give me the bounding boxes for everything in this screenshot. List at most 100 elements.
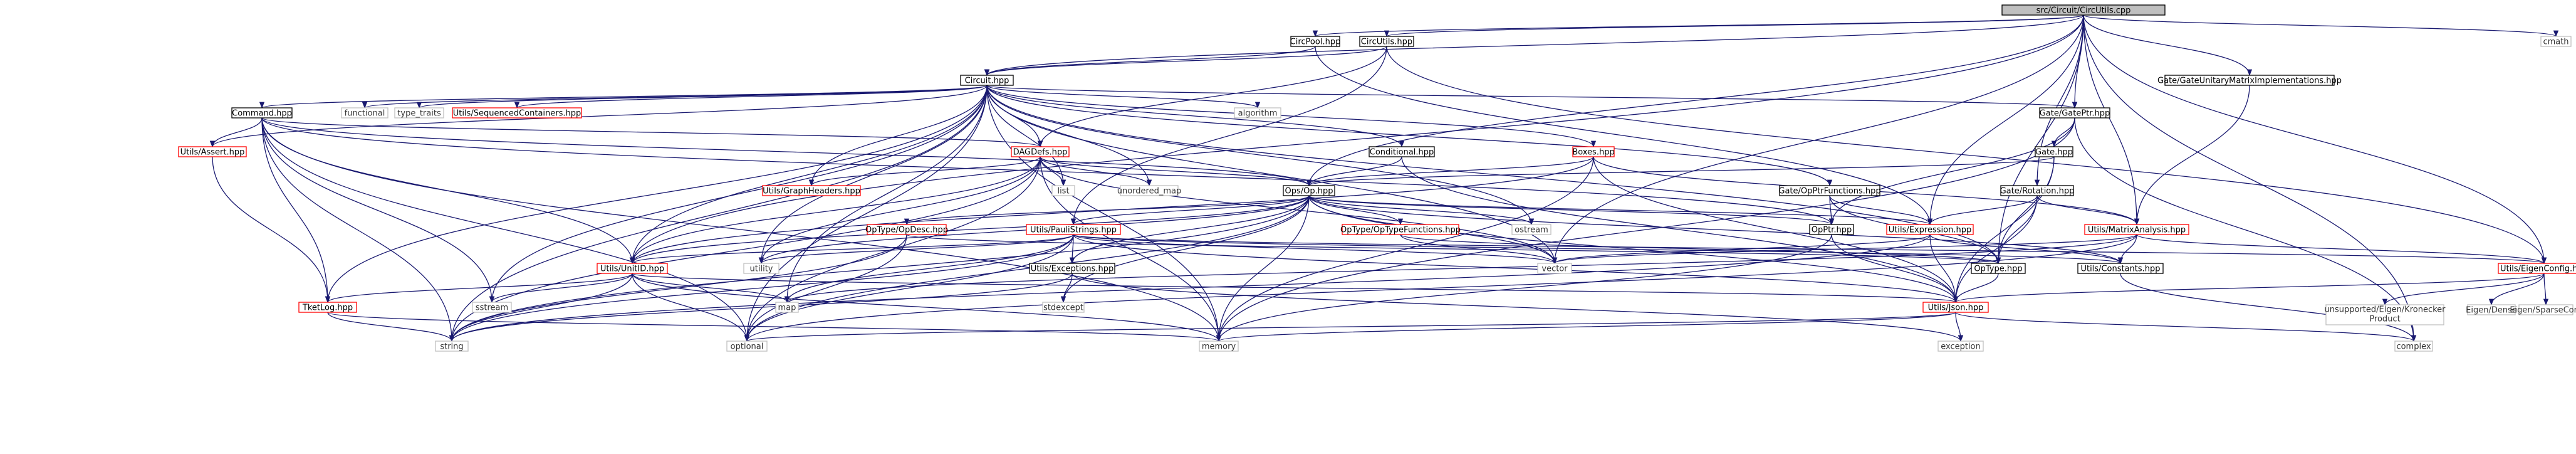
- edge-root-to-op: [1306, 14, 2084, 187]
- node-opptrfunc-label: Gate/OpPtrFunctions.hpp: [1778, 187, 1880, 196]
- node-dagdefs-box[interactable]: [1011, 146, 1070, 157]
- edge-eigenconfig-to-kronecker: [2382, 273, 2545, 306]
- edge-root-to-vector: [1551, 14, 2084, 265]
- node-rotation-box[interactable]: [2000, 185, 2074, 196]
- node-command[interactable]: Command.hpp: [231, 107, 293, 119]
- node-gateunitary[interactable]: Gate/GateUnitaryMatrixImplementations.hp…: [2157, 75, 2342, 86]
- node-rotation[interactable]: Gate/Rotation.hpp: [2000, 185, 2075, 196]
- node-eigensparse-box: [2518, 304, 2573, 315]
- node-optypefunc[interactable]: OpType/OpTypeFunctions.hpp: [1340, 224, 1461, 235]
- node-boxes[interactable]: Boxes.hpp: [1572, 146, 1615, 157]
- node-circutils[interactable]: CircUtils.hpp: [1359, 36, 1414, 47]
- node-optional-label: optional: [731, 342, 764, 352]
- node-circpool[interactable]: CircPool.hpp: [1290, 36, 1341, 47]
- node-paulistrings-box[interactable]: [1026, 224, 1121, 235]
- node-constants-box[interactable]: [2077, 263, 2164, 274]
- node-eigenconfig[interactable]: Utils/EigenConfig.hpp: [2498, 263, 2576, 274]
- edge-exceptions-to-string: [449, 273, 1073, 342]
- node-exceptions[interactable]: Utils/Exceptions.hpp: [1029, 263, 1115, 274]
- node-opdesc[interactable]: OpType/OpDesc.hpp: [865, 224, 948, 235]
- node-circutils-box[interactable]: [1359, 36, 1414, 47]
- node-circuit-box[interactable]: [960, 75, 1014, 86]
- edge-dagdefs-to-graphheaders: [808, 156, 1041, 187]
- node-tketlog[interactable]: TketLog.hpp: [298, 302, 357, 313]
- node-stdexcept: stdexcept: [1042, 302, 1085, 313]
- node-op-box[interactable]: [1283, 185, 1335, 196]
- node-unitid[interactable]: Utils/UnitID.hpp: [597, 263, 668, 274]
- node-tketlog-box[interactable]: [298, 302, 357, 313]
- edge-boxes-to-memory: [1216, 156, 1594, 342]
- edge-op-to-opptr: [1308, 195, 1834, 226]
- node-eigensparse: Eigen/SparseCore: [2510, 304, 2576, 315]
- node-root[interactable]: src/Circuit/CircUtils.cpp: [2001, 4, 2166, 16]
- node-circuit-label: Circuit.hpp: [965, 77, 1009, 86]
- edge-unitid-to-string: [449, 273, 633, 342]
- edge-eigenconfig-to-eigensparse: [2543, 273, 2549, 306]
- node-optype-box[interactable]: [1971, 263, 2026, 274]
- edge-circuit-to-functional: [362, 85, 988, 109]
- node-opptrfunc-box[interactable]: [1779, 185, 1880, 196]
- node-conditional-box[interactable]: [1369, 146, 1435, 157]
- node-circpool-box[interactable]: [1290, 36, 1340, 47]
- node-matrixanalysis-label: Utils/MatrixAnalysis.hpp: [2088, 226, 2186, 235]
- edge-command-to-memory: [261, 117, 1222, 342]
- node-gateunitary-box[interactable]: [2164, 75, 2335, 86]
- node-paulistrings[interactable]: Utils/PauliStrings.hpp: [1026, 224, 1121, 235]
- node-constants[interactable]: Utils/Constants.hpp: [2077, 263, 2164, 274]
- node-exception-label: exception: [1941, 342, 1981, 352]
- node-gate-box[interactable]: [2035, 146, 2073, 157]
- node-dagdefs[interactable]: DAGDefs.hpp: [1011, 146, 1070, 157]
- edge-op-to-opdesc: [904, 195, 1310, 226]
- node-matrixanalysis-box[interactable]: [2084, 224, 2189, 235]
- node-typetraits-label: type_traits: [397, 109, 441, 119]
- node-conditional[interactable]: Conditional.hpp: [1369, 146, 1435, 157]
- node-gateptr[interactable]: Gate/GatePtr.hpp: [2039, 107, 2110, 119]
- node-seqcont-box[interactable]: [452, 107, 582, 119]
- node-map-box: [775, 302, 799, 313]
- node-unorderedmap-label: unordered_map: [1117, 187, 1182, 196]
- node-boxes-box[interactable]: [1572, 146, 1615, 157]
- node-assert[interactable]: Utils/Assert.hpp: [178, 146, 247, 157]
- node-list: list: [1051, 185, 1075, 196]
- node-algorithm: algorithm: [1234, 107, 1281, 119]
- node-root-box[interactable]: [2001, 4, 2166, 16]
- node-opptr[interactable]: OpPtr.hpp: [1809, 224, 1854, 235]
- edge-dagdefs-to-unorderedmap: [1040, 156, 1152, 187]
- node-matrixanalysis[interactable]: Utils/MatrixAnalysis.hpp: [2084, 224, 2189, 235]
- node-json-box[interactable]: [1922, 302, 1989, 313]
- edge-dagdefs-to-string: [449, 156, 1041, 342]
- edge-layer: [209, 14, 2558, 342]
- node-opdesc-box[interactable]: [867, 224, 947, 235]
- node-assert-box[interactable]: [178, 146, 247, 157]
- node-string-box: [435, 340, 469, 352]
- node-seqcont[interactable]: Utils/SequencedContainers.hpp: [452, 107, 582, 119]
- edge-circpool-to-expression: [1315, 46, 1933, 226]
- node-memory: memory: [1199, 340, 1239, 352]
- node-complex-box: [2394, 340, 2433, 352]
- node-gateptr-box[interactable]: [2039, 107, 2110, 119]
- node-optypefunc-box[interactable]: [1342, 224, 1459, 235]
- node-opdesc-label: OpType/OpDesc.hpp: [865, 226, 948, 235]
- node-op[interactable]: Ops/Op.hpp: [1283, 185, 1335, 196]
- node-json[interactable]: Utils/Json.hpp: [1922, 302, 1989, 313]
- node-gate[interactable]: Gate.hpp: [2035, 146, 2073, 157]
- node-opptrfunc[interactable]: Gate/OpPtrFunctions.hpp: [1778, 185, 1881, 196]
- edge-command-to-sstream: [261, 117, 495, 304]
- node-opptr-box[interactable]: [1809, 224, 1854, 235]
- node-complex-label: complex: [2396, 342, 2431, 352]
- edge-circuit-to-command: [259, 85, 988, 109]
- node-expression[interactable]: Utils/Expression.hpp: [1886, 224, 1974, 235]
- node-circuit[interactable]: Circuit.hpp: [960, 75, 1014, 86]
- node-kronecker-label: Product: [2369, 315, 2400, 324]
- node-graphheaders[interactable]: Utils/GraphHeaders.hpp: [762, 185, 861, 196]
- node-graphheaders-box[interactable]: [762, 185, 861, 196]
- node-exceptions-box[interactable]: [1029, 263, 1115, 274]
- node-optype[interactable]: OpType.hpp: [1971, 263, 2026, 274]
- edge-json-to-memory: [1216, 312, 1956, 342]
- node-expression-box[interactable]: [1886, 224, 1974, 235]
- node-unitid-box[interactable]: [597, 263, 668, 274]
- node-command-box[interactable]: [231, 107, 293, 119]
- edge-root-to-cmath: [2083, 14, 2558, 38]
- node-eigenconfig-box[interactable]: [2498, 263, 2576, 274]
